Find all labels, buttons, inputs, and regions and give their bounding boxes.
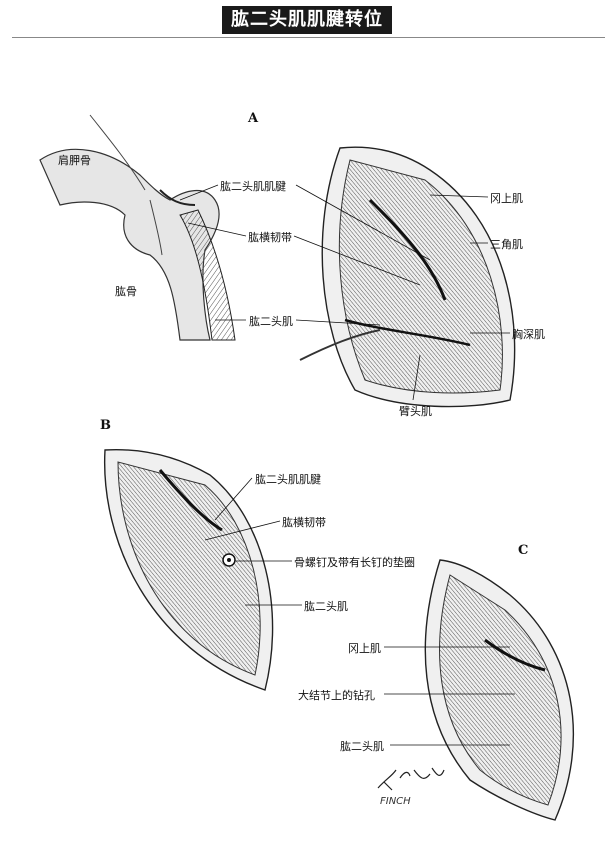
panel-label-b: B xyxy=(100,418,111,433)
leader-lines-a xyxy=(179,184,510,401)
label-biceps-muscle-c: 肱二头肌 xyxy=(340,740,384,753)
label-drill-hole: 大结节上的钻孔 xyxy=(298,689,375,702)
shoulder-bone-drawing xyxy=(39,114,236,341)
surgical-opening-c xyxy=(424,559,575,821)
panel-label-a: A xyxy=(248,111,259,126)
artist-signature: FINCH xyxy=(380,796,411,807)
label-scapula: 肩胛骨 xyxy=(58,154,91,167)
surgical-opening-a xyxy=(299,146,516,408)
label-humerus: 肱骨 xyxy=(115,285,137,298)
label-pectoralis: 胸深肌 xyxy=(512,328,545,341)
label-brachiocephalic: 臂头肌 xyxy=(399,405,432,418)
label-deltoid: 三角肌 xyxy=(490,238,523,251)
label-transverse-ligament-b: 肱横韧带 xyxy=(282,516,326,529)
label-biceps-muscle-a: 肱二头肌 xyxy=(249,315,293,328)
label-transverse-ligament-a: 肱横韧带 xyxy=(248,231,292,244)
label-biceps-muscle-b: 肱二头肌 xyxy=(304,600,348,613)
signature-mark xyxy=(377,767,445,791)
panel-label-c: C xyxy=(518,543,529,558)
title-rule xyxy=(12,37,605,38)
label-bone-screw: 骨螺钉及带有长钉的垫圈 xyxy=(294,556,415,569)
label-biceps-tendon-b: 肱二头肌肌腱 xyxy=(255,473,321,486)
surgical-opening-b xyxy=(103,448,274,691)
label-biceps-tendon-a: 肱二头肌肌腱 xyxy=(220,180,286,193)
label-supraspinatus-c: 冈上肌 xyxy=(348,642,381,655)
leader-lines-c xyxy=(384,646,515,746)
label-supraspinatus-a: 冈上肌 xyxy=(490,192,523,205)
leader-lines-b xyxy=(204,477,302,606)
page-title: 肱二头肌肌腱转位 xyxy=(222,6,392,34)
